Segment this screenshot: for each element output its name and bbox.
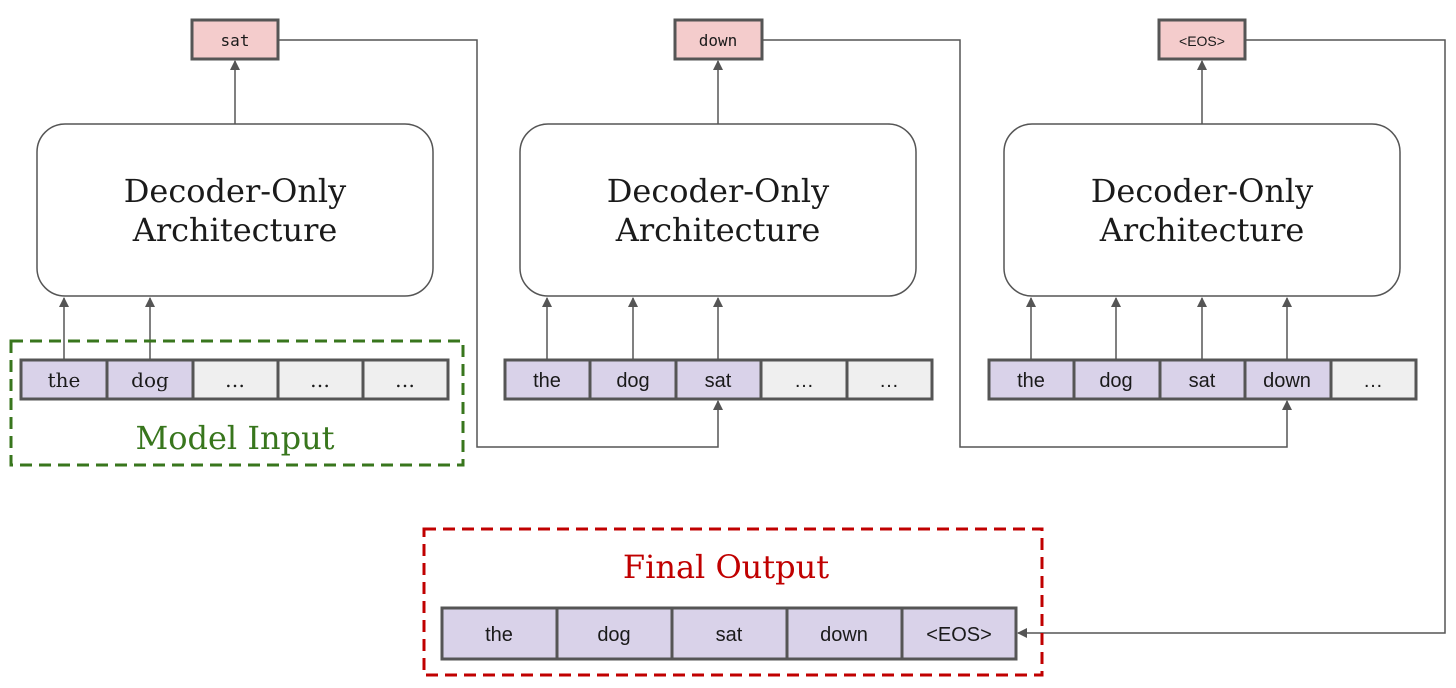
- token-text: …: [794, 370, 814, 392]
- decoder-architecture-box-1: [36, 123, 434, 297]
- token-text: down: [1263, 370, 1311, 392]
- decoder-panel-3: <EOS> Decoder-Only Architecture the dog …: [987, 18, 1418, 401]
- decoder-architecture-box-2: [519, 123, 917, 297]
- architecture-title-line1: Decoder-Only: [1091, 172, 1313, 210]
- token-text: sat: [1189, 370, 1216, 392]
- token-cell-empty: [276, 358, 365, 401]
- final-token-text: dog: [597, 624, 630, 646]
- architecture-title-line1: Decoder-Only: [607, 172, 829, 210]
- token-cell: [1158, 358, 1247, 401]
- token-text: …: [225, 368, 245, 392]
- final-token-text: sat: [716, 624, 743, 646]
- token-cell-empty: [845, 358, 934, 401]
- token-text: the: [1017, 370, 1045, 392]
- final-token-cell: [670, 606, 789, 661]
- token-cell-empty: [759, 358, 849, 401]
- token-cell: [503, 358, 592, 401]
- model-input-label: Model Input: [135, 419, 334, 457]
- feedback-connector-3: [1017, 39, 1446, 638]
- token-cell: [987, 358, 1076, 401]
- architecture-title-line2: Architecture: [615, 211, 821, 249]
- feedback-connector-2: [762, 39, 1292, 448]
- final-token-text: down: [820, 624, 868, 646]
- architecture-title-line2: Architecture: [1099, 211, 1305, 249]
- token-cell: [1243, 358, 1333, 401]
- final-output-frame: [422, 527, 1044, 677]
- token-text: dog: [616, 370, 649, 392]
- decoder-panel-2: down Decoder-Only Architecture the dog s…: [503, 18, 934, 401]
- token-text: …: [395, 368, 415, 392]
- token-cell: [105, 358, 195, 401]
- token-text: the: [533, 370, 561, 392]
- output-token-box-3: [1157, 18, 1247, 61]
- token-cell: [19, 358, 109, 401]
- token-text: dog: [1099, 370, 1132, 392]
- output-token-1: sat: [221, 31, 250, 50]
- decoder-panel-1: sat Decoder-Only Architecture the dog … …: [9, 18, 465, 467]
- token-cell-empty: [1329, 358, 1418, 401]
- output-token-3: <EOS>: [1179, 33, 1225, 49]
- token-text: dog: [131, 368, 169, 392]
- architecture-title-line1: Decoder-Only: [124, 172, 346, 210]
- token-text: …: [310, 368, 330, 392]
- final-token-cell: [900, 606, 1018, 661]
- architecture-title-line2: Architecture: [132, 211, 338, 249]
- token-text: …: [879, 370, 899, 392]
- token-cell-empty: [361, 358, 450, 401]
- final-token-cell: [440, 606, 559, 661]
- final-token-text: the: [485, 624, 513, 646]
- decoder-architecture-box-3: [1003, 123, 1401, 297]
- final-output-label: Final Output: [623, 548, 829, 586]
- output-token-box-1: [190, 18, 280, 61]
- model-input-frame: [9, 339, 465, 467]
- output-token-2: down: [699, 31, 738, 50]
- feedback-connector-1: [278, 39, 723, 448]
- final-output-group: Final Output the dog sat down <EOS>: [422, 527, 1044, 677]
- token-cell-empty: [191, 358, 280, 401]
- token-cell: [588, 358, 678, 401]
- final-token-text: <EOS>: [926, 624, 992, 646]
- token-text: the: [48, 368, 81, 392]
- token-text: …: [1363, 370, 1383, 392]
- token-text: sat: [705, 370, 732, 392]
